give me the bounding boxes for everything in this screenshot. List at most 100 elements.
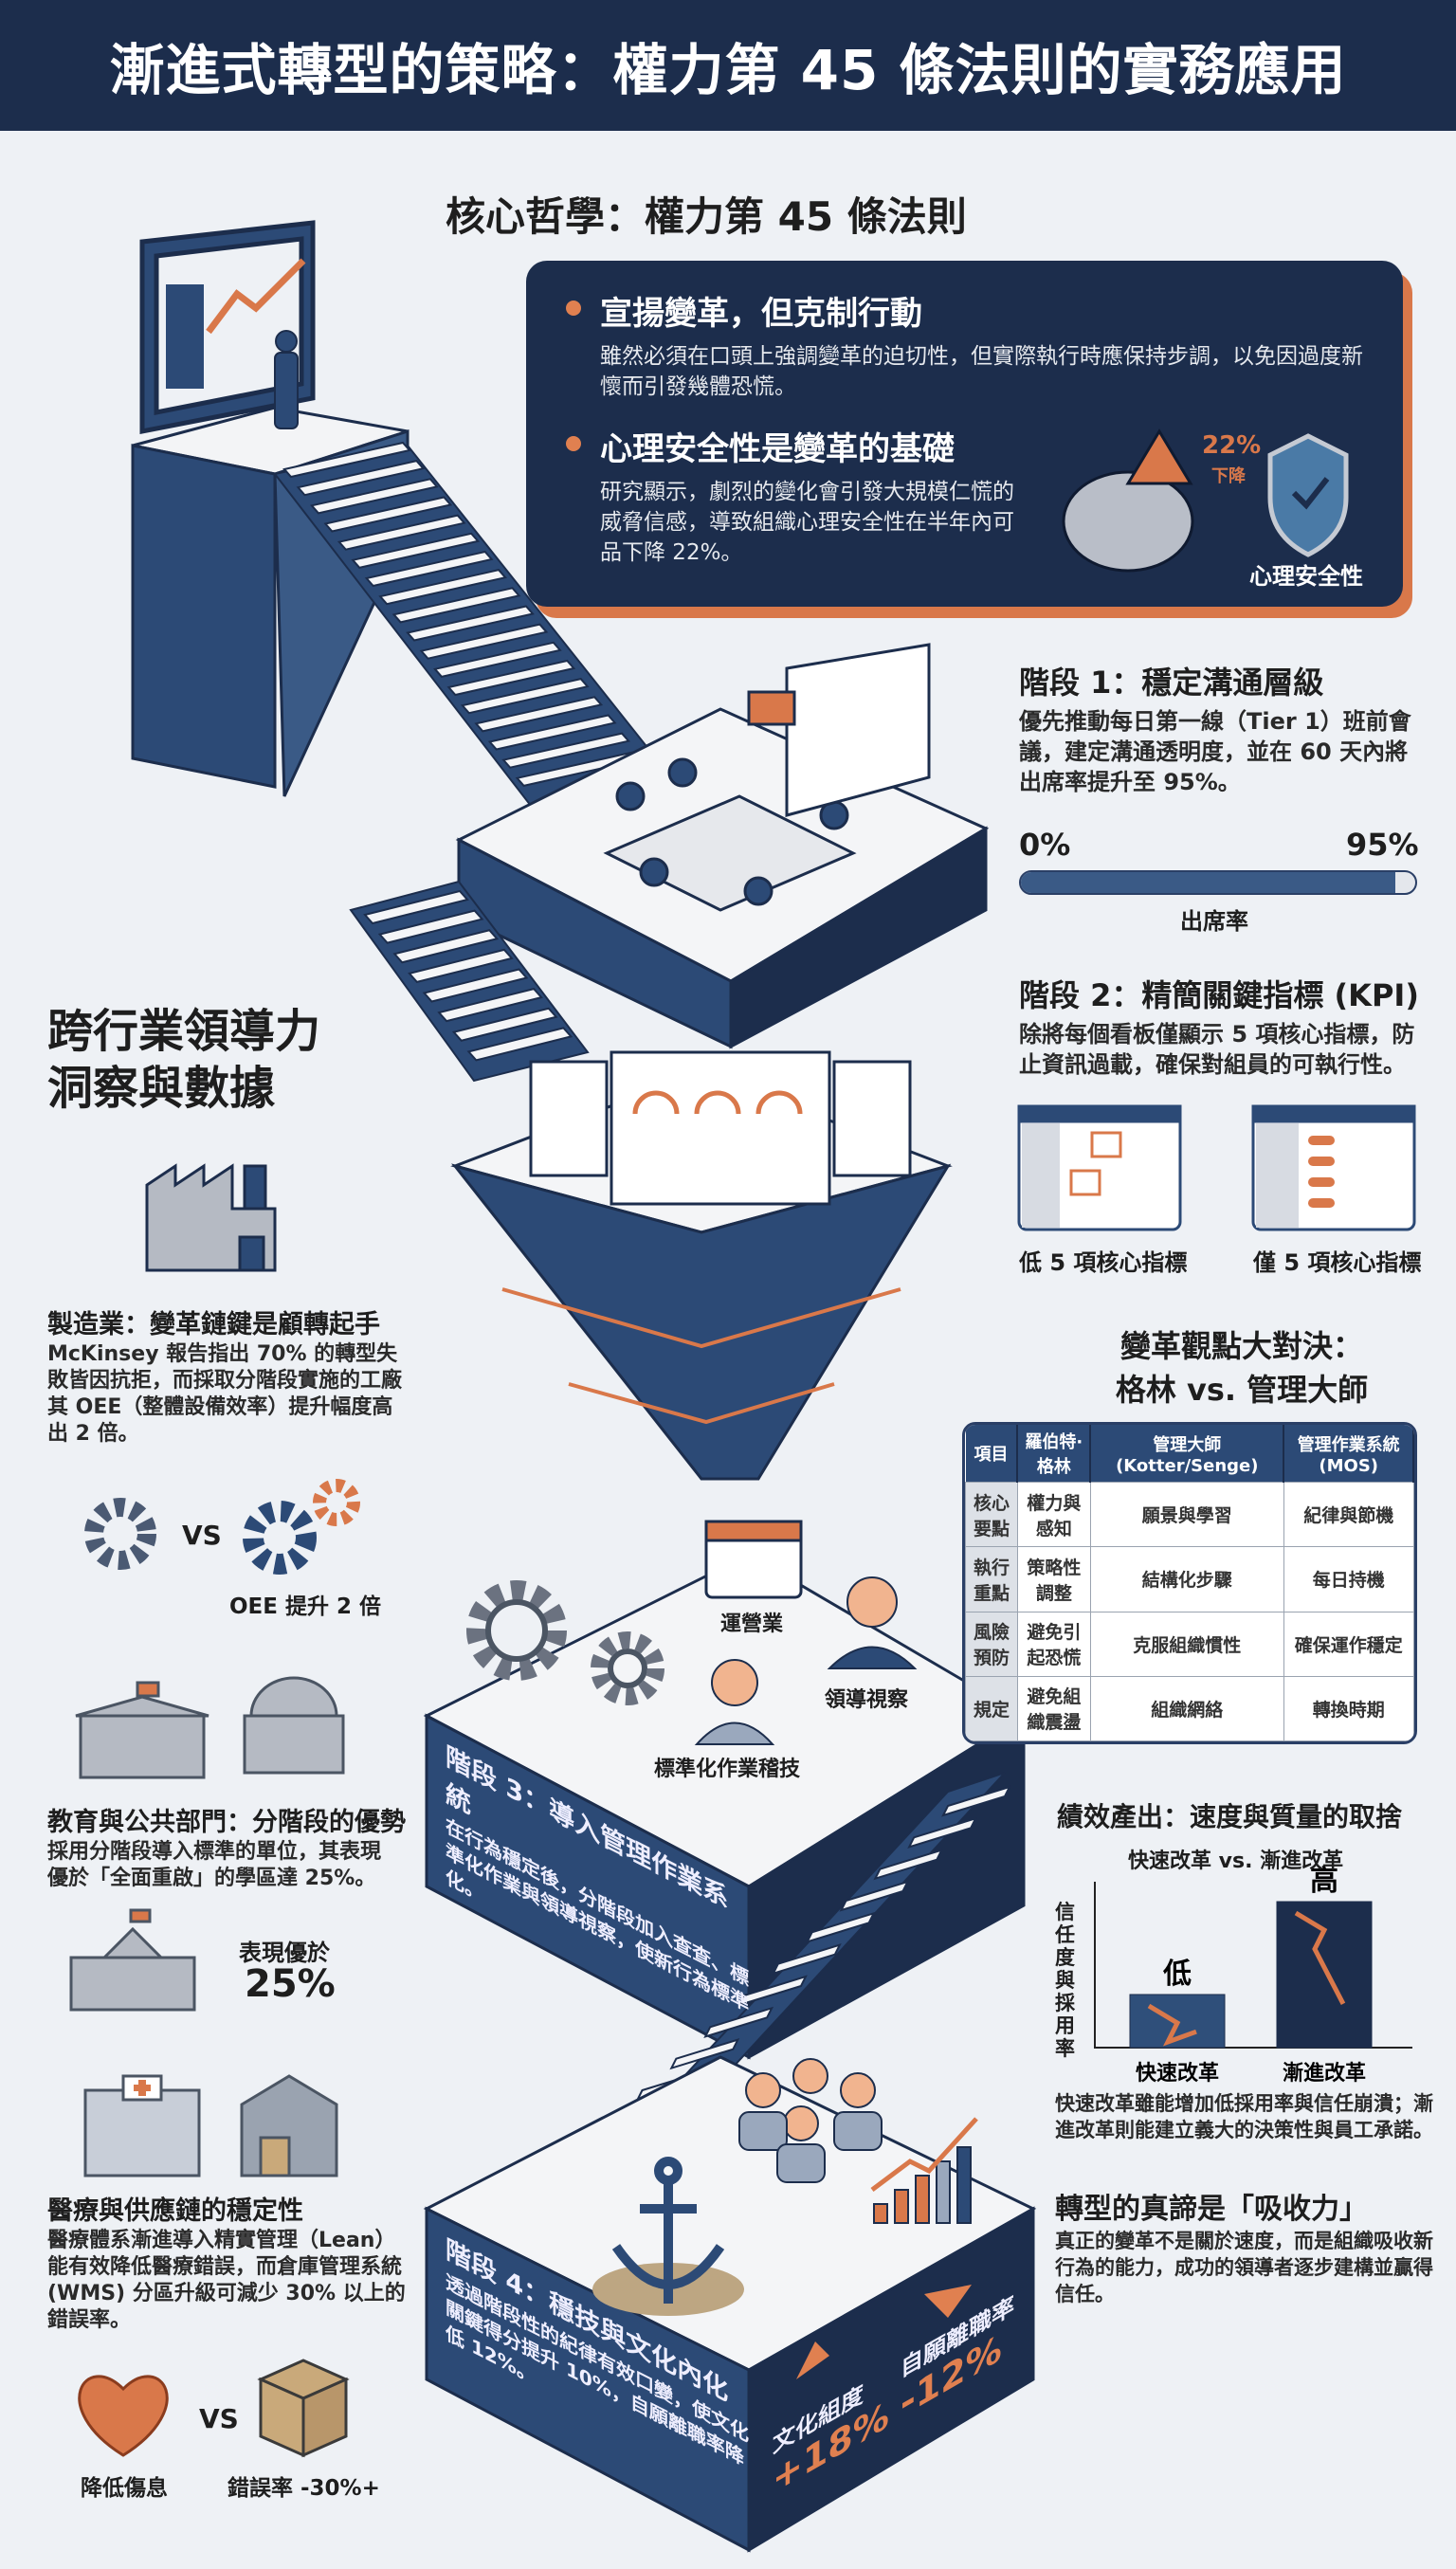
table-cell: 避免組織震盪 — [1016, 1675, 1091, 1741]
stair-step — [310, 478, 439, 515]
stair-step — [392, 929, 500, 964]
stair-step — [433, 641, 562, 678]
stair-step — [364, 550, 494, 588]
table-cell: 願景與學習 — [1089, 1481, 1284, 1548]
point-text: 研究顯示，劇烈的變化會引發大規模仁慌的威脅信感，導致組織心理安全性在半年內可品下… — [600, 480, 1014, 565]
education-caption: 表現優於 — [239, 1940, 330, 1966]
triangle-up-icon — [796, 2341, 829, 2379]
dashboard-right-label: 僅 5 項核心指標 — [1253, 1249, 1422, 1276]
shield-label: 心理安全性 — [1249, 563, 1363, 590]
progress-fill — [1021, 872, 1396, 893]
stair-step — [422, 968, 529, 1003]
dashboard-left-label: 低 5 項核心指標 — [1019, 1249, 1188, 1276]
stair-step — [391, 587, 521, 624]
chart-bar — [1276, 1901, 1373, 2049]
table-cell: 克服組織慣性 — [1089, 1611, 1284, 1677]
healthcare-text: 醫療體系漸進導入精實管理（Lean）能有效降低醫療錯誤，而倉庫管理系統 (WMS… — [47, 2229, 406, 2332]
package-icon — [257, 2359, 350, 2458]
monitor-icon — [139, 220, 316, 435]
meeting-platform — [455, 643, 990, 1049]
healthcare-title: 醫療與供應鏈的穩定性 — [47, 2196, 303, 2226]
kpi-funnel — [450, 1050, 953, 1481]
education-text: 採用分階段導入標準的單位，其表現優於「全面重啟」的學區達 25%。 — [47, 1840, 382, 1890]
table-cell: 確保運作穩定 — [1283, 1611, 1414, 1677]
stair-step — [282, 441, 411, 479]
manufacturing-text: McKinsey 報告指出 70% 的轉型失敗皆因抗拒，而採取分階段實施的工廠其… — [47, 1342, 403, 1446]
stair-step — [419, 623, 549, 660]
core-heading: 核心哲學：權力第 45 條法則 — [446, 193, 967, 240]
stair-step — [446, 659, 576, 697]
comparison-title: 變革觀點大對決：格林 vs. 管理大師 — [1085, 1322, 1398, 1410]
stair-step — [466, 1027, 573, 1062]
stat-label: 下降 — [1211, 466, 1246, 486]
leader-avatar-icon — [827, 1576, 918, 1669]
page-title: 漸進式轉型的策略：權力第 45 條法則的實務應用 — [109, 38, 1347, 102]
presenter-icon — [274, 330, 299, 429]
stair-step — [451, 1007, 558, 1042]
brain-icon — [1062, 470, 1194, 573]
stair-step — [805, 1911, 876, 1943]
stat-value: 22% — [1202, 431, 1262, 460]
stair-step — [771, 1943, 842, 1976]
bar-start-label: 0% — [1019, 827, 1071, 863]
team-icon — [738, 2058, 883, 2183]
cluttered-dashboard-icon — [1017, 1104, 1182, 1231]
education-value: 25% — [245, 1962, 336, 2006]
stair-step — [351, 532, 481, 569]
hospital-icon — [83, 2074, 201, 2177]
stair-step — [437, 988, 543, 1023]
stair-step — [474, 696, 604, 733]
table-cell: 組織網絡 — [1089, 1675, 1284, 1741]
table-header: 羅伯特·格林 — [1017, 1425, 1092, 1483]
vs-label: VS — [199, 2403, 239, 2434]
stage2-text: 除將每個看板僅顯示 5 項核心指標，防止資訊過載，確保對組員的可執行性。 — [1019, 1021, 1415, 1078]
heart-icon — [78, 2375, 169, 2457]
stair-step — [907, 1816, 978, 1849]
table-row: 風險預防避免引起恐慌克服組織慣性確保運作穩定 — [965, 1611, 1414, 1677]
stair-step — [377, 909, 484, 944]
table-cell: 紀律與節機 — [1283, 1481, 1414, 1548]
stair-step — [363, 889, 469, 925]
table-row: 執行重點策略性調整結構化步驟每日持機 — [965, 1546, 1414, 1612]
stage1-title: 階段 1：穩定溝通層級 — [1019, 665, 1324, 701]
warehouse-icon — [240, 2074, 338, 2177]
government-building-icon — [243, 1676, 345, 1775]
insights-heading-line: 洞察與數據 — [47, 1062, 276, 1115]
leader-label: 領導視察 — [825, 1688, 909, 1712]
category-label: 漸進改革 — [1283, 2061, 1366, 2086]
insights-heading-line: 跨行業領導力 — [47, 1005, 321, 1058]
bar-end-label: 95% — [1346, 827, 1419, 863]
stair-step — [296, 460, 426, 497]
attendance-progress-bar — [1019, 870, 1417, 895]
table-header: 管理大師 (Kotter/Senge) — [1090, 1425, 1285, 1483]
chart-subtitle: 快速改革 vs. 漸進改革 — [1128, 1849, 1344, 1873]
warning-icon — [1125, 428, 1193, 485]
table-cell: 權力與感知 — [1016, 1481, 1091, 1548]
factory-icon — [145, 1163, 277, 1272]
check-icon — [1291, 477, 1330, 510]
stage1-text: 優先推動每日第一線（Tier 1）班前會議，建定溝通透明度，並在 60 天內將出… — [1019, 708, 1411, 795]
comparison-title-line: 變革觀點大對決： — [1119, 1328, 1363, 1364]
top-stairs — [273, 441, 665, 808]
oee-caption: OEE 提升 2 倍 — [229, 1594, 382, 1619]
manufacturing-title: 製造業：變革鏈鍵是顧轉起手 — [47, 1310, 380, 1339]
stair-step — [378, 569, 507, 606]
stair-step — [873, 1849, 944, 1881]
stage2-title: 階段 2：精簡關鍵指標 (KPI) — [1019, 977, 1419, 1013]
table-row: 核心要點權力與感知願景與學習紀律與節機 — [965, 1481, 1414, 1548]
table-cell: 核心要點 — [965, 1481, 1018, 1548]
stair-step — [737, 1975, 808, 2007]
core-philosophy-card: 宣揚變革，但克制行動 雖然必須在口頭上強調變革的迫切性，但實際執行時應保持步調，… — [526, 261, 1403, 607]
calendar-icon — [704, 1520, 803, 1599]
chart-note: 快速改革雖能增加低採用率與信任崩潰；漸進改革則能建立義大的決策性與員工承諾。 — [1055, 2092, 1433, 2141]
table-header: 項目 — [965, 1425, 1019, 1483]
conclusion-title: 轉型的真諦是「吸收力」 — [1055, 2193, 1368, 2226]
stair-step — [487, 714, 617, 751]
stair-step — [703, 2006, 774, 2038]
stair-step — [460, 678, 590, 715]
crack-icon — [1294, 1910, 1346, 2005]
table-cell: 規定 — [965, 1675, 1018, 1741]
growth-chart-icon — [870, 2117, 978, 2224]
bar-value-label: 高 — [1310, 1865, 1338, 1898]
